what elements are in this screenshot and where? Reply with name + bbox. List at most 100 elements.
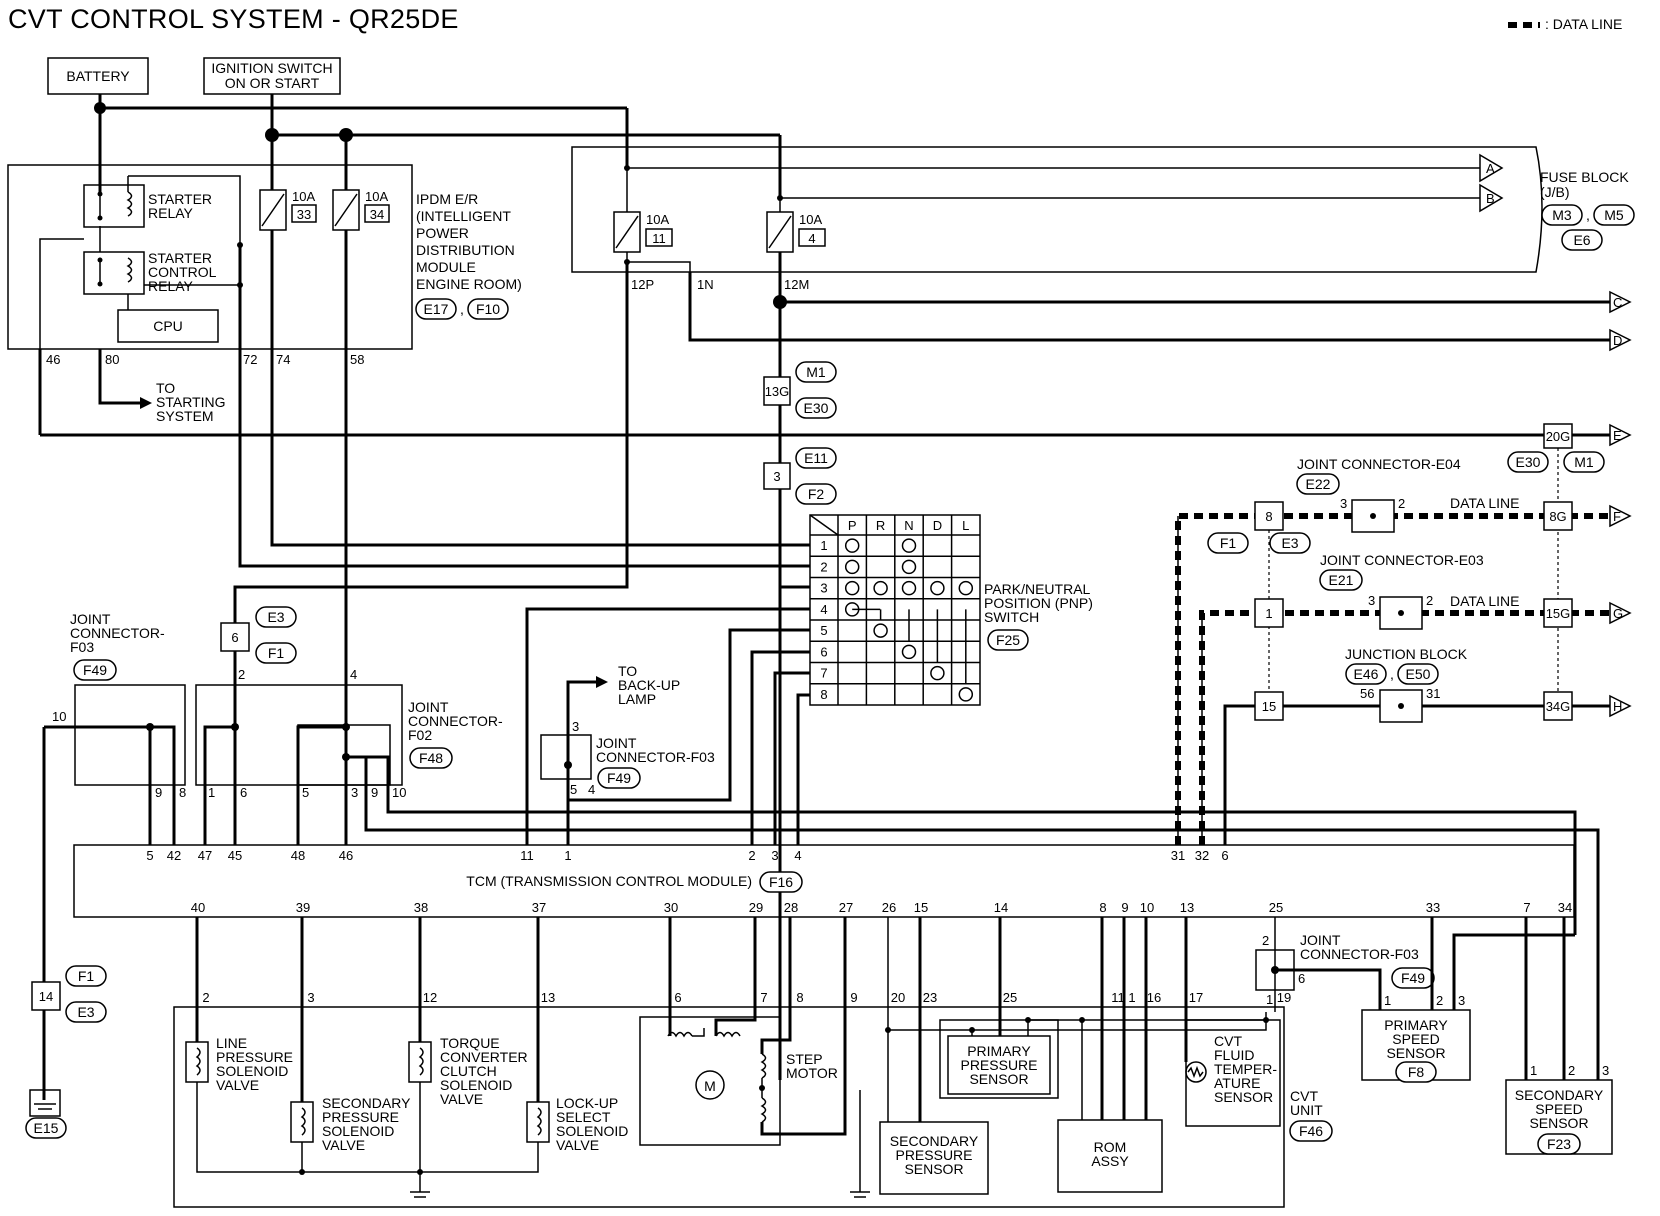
joint-e04-label: JOINT CONNECTOR-E04: [1297, 456, 1461, 472]
step-motor-wire-29: [714, 917, 757, 1036]
joint-f03-right-label-0: JOINT: [1300, 932, 1341, 948]
pnp-wire-7: [773, 671, 810, 845]
fb-connector-m5: [1593, 204, 1635, 226]
ipdm-pin-72: 72: [243, 352, 257, 367]
joint-f02-label-1: CONNECTOR-: [408, 713, 503, 729]
junction-block-e46-label: E46: [1354, 666, 1379, 682]
ipdm-internal-1: [128, 175, 241, 245]
inline-15g-label: 15G: [1546, 606, 1571, 621]
harness-3: [763, 462, 791, 490]
tcm-bottom-pin: 8: [1099, 900, 1106, 915]
backup-pin-5: 5: [570, 782, 577, 797]
tcm-bottom-pin: 39: [296, 900, 310, 915]
lockup-coil: [536, 1107, 542, 1136]
harness-6-e3-label: E3: [267, 609, 284, 625]
ground-left-f1: [65, 965, 107, 987]
pnp-contact: [930, 665, 945, 681]
secondary-pressure-sv-label-3: VALVE: [322, 1137, 365, 1153]
fuse-11-amp: 10A: [646, 212, 669, 227]
joint-f02-wire-10: [346, 755, 1577, 935]
backup-arrow: [596, 676, 608, 688]
secondary-pressure-sv-label-1: PRESSURE: [322, 1109, 399, 1125]
harness-m1: [795, 361, 837, 383]
inline-8-e3: [1269, 532, 1311, 554]
starter-relay-box: [83, 184, 145, 228]
tcm-bottom-pin: 34: [1558, 900, 1572, 915]
step-motor-wire-mid: [692, 1028, 705, 1037]
fuse-4-num: 4: [808, 231, 815, 246]
tcm-bottom-pin: 27: [839, 900, 853, 915]
page-title: CVT CONTROL SYSTEM - QR25DE: [8, 4, 459, 34]
starter-relay-pin-b: [97, 215, 103, 221]
line-pressure-label-3: VALVE: [216, 1077, 259, 1093]
joint-f02-label-2: F02: [408, 727, 432, 743]
pnp-col-header: L: [962, 518, 969, 533]
fuse-block-label-1: (J/B): [1540, 184, 1570, 200]
cvt-unit-pin: 20: [891, 990, 905, 1005]
junction-block-e50-label: E50: [1406, 666, 1431, 682]
primary-pressure-sensor-label-2: SENSOR: [969, 1071, 1028, 1087]
fuse-34-num: 34: [370, 207, 384, 222]
cvt-unit-pin: 2: [202, 990, 209, 1005]
line-pressure-label-0: LINE: [216, 1035, 247, 1051]
step-motor-label-1: MOTOR: [786, 1065, 838, 1081]
ground-left-e3-label: E3: [77, 1004, 94, 1020]
joint-f02-pin-1: 1: [208, 785, 215, 800]
pnp-row-header: 8: [820, 687, 827, 702]
pnp-contact: [901, 580, 917, 596]
inline-8-label: 8: [1265, 509, 1272, 524]
data-line-legend: : DATA LINE: [1508, 16, 1622, 32]
step-motor-box: [639, 1016, 781, 1146]
starter-relay-pin-a: [97, 191, 103, 197]
fluid-temp-label-4: SENSOR: [1214, 1089, 1273, 1105]
harness-e11: [795, 447, 837, 469]
battery-box: [47, 57, 149, 95]
data-line-legend-label: : DATA LINE: [1545, 16, 1622, 32]
primary-speed-pin-2: 2: [1436, 993, 1443, 1008]
backup-pin-3: 3: [572, 719, 579, 734]
joint-e03-pin-2: 2: [1426, 593, 1433, 608]
ipdm-label-5: ENGINE ROOM): [416, 276, 522, 292]
fluid-temp-thermistor: [1185, 1061, 1207, 1083]
line-pressure-label-1: PRESSURE: [216, 1049, 293, 1065]
joint-f03-left-splice: [146, 723, 154, 731]
secondary-speed-label-2: SENSOR: [1529, 1115, 1588, 1131]
pnp-contact: [873, 580, 888, 596]
tcm-top-pin: 48: [291, 848, 305, 863]
junction-block-splice: [1398, 703, 1404, 709]
tcm-bottom-pin: 10: [1140, 900, 1154, 915]
junction-block-label: JUNCTION BLOCK: [1345, 646, 1468, 662]
fb-connector-m3-label: M3: [1552, 207, 1572, 223]
harness-e30-label: E30: [804, 400, 829, 416]
tcm-bottom-pin: 33: [1426, 900, 1440, 915]
backup-joint-label-1: CONNECTOR-F03: [596, 749, 715, 765]
e-conn-m1: [1563, 451, 1605, 473]
primary-pressure-sensor-label-0: PRIMARY: [967, 1043, 1031, 1059]
ground-left-symbol-box: [29, 1089, 61, 1117]
tcm-bottom-pin: 38: [414, 900, 428, 915]
primary-speed-connector-label: F8: [1408, 1064, 1425, 1080]
starter-control-relay-label-0: STARTER: [148, 250, 212, 266]
fluid-temp-label-3: ATURE: [1214, 1075, 1260, 1091]
pnp-col-header: R: [876, 518, 885, 533]
pnp-row-header: 5: [820, 623, 827, 638]
backup-joint-connector-label: F49: [607, 770, 631, 786]
fuse-block-box: [571, 146, 1543, 273]
starter-control-relay-label-2: RELAY: [148, 278, 194, 294]
joint-f03-right-pin-2: 2: [1262, 933, 1269, 948]
tcm-label: TCM (TRANSMISSION CONTROL MODULE): [466, 873, 752, 889]
tcm-top-pin: 5: [146, 848, 153, 863]
joint-f02-pin-2: 2: [238, 667, 245, 682]
harness-e11-label: E11: [804, 450, 828, 466]
arrow-e-label: E: [1613, 428, 1622, 443]
ipdm-connector-e17: [415, 298, 457, 320]
ground-left-14: [31, 981, 61, 1011]
primary-pressure-sensor-label-1: PRESSURE: [960, 1057, 1037, 1073]
to-starting-label-1: STARTING: [156, 394, 226, 410]
tcm-top-pin: 11: [520, 848, 534, 863]
secondary-pressure-sensor-label-1: PRESSURE: [895, 1147, 972, 1163]
ipdm-label-0: IPDM E/R: [416, 191, 478, 207]
pnp-col-header: D: [933, 518, 942, 533]
fuse-33-num-box: [291, 204, 317, 223]
